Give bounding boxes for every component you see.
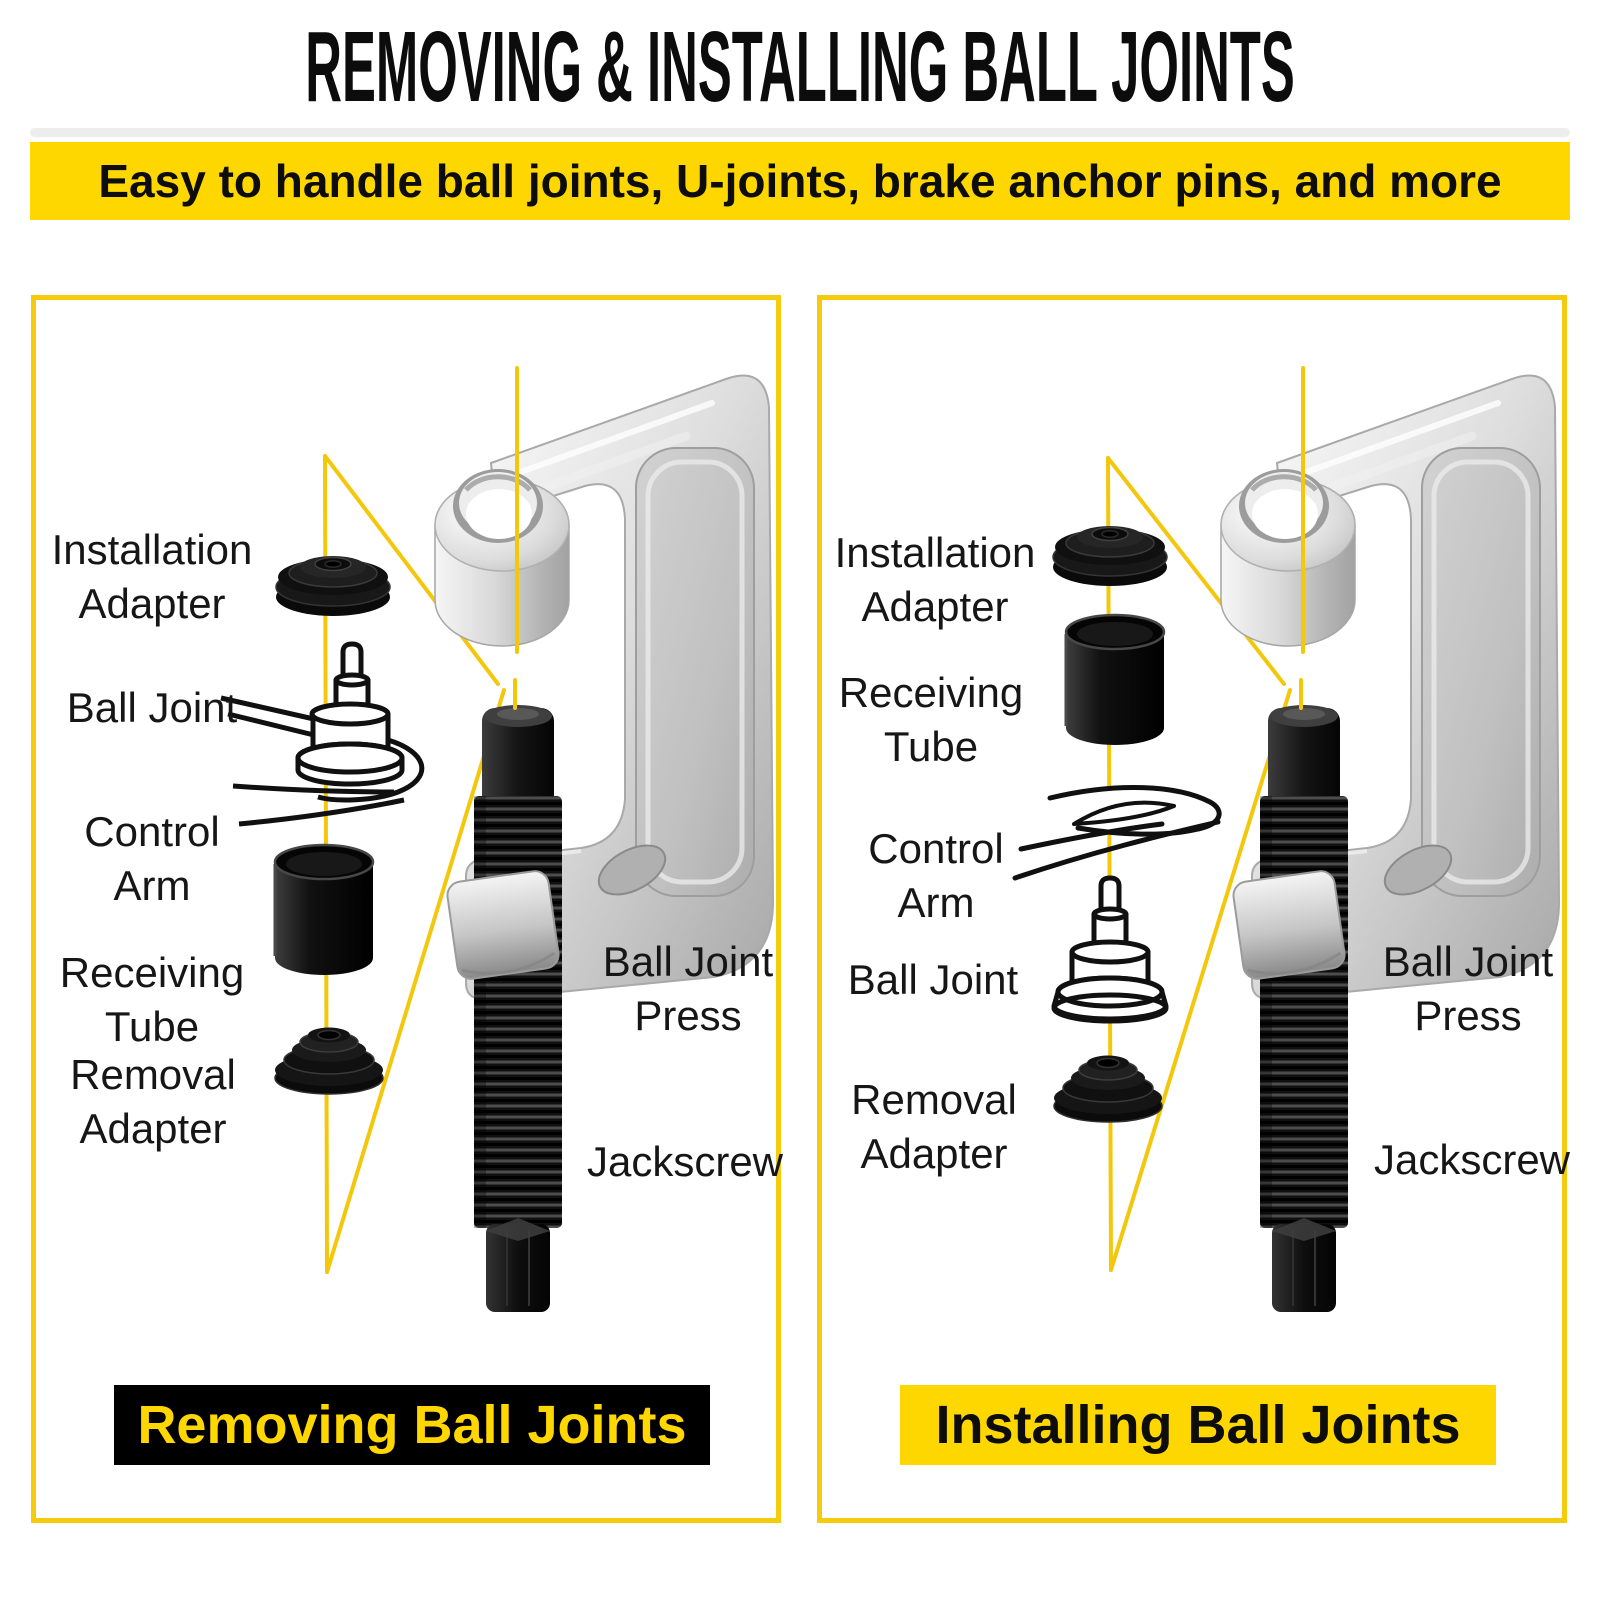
label-jackscrew: Jackscrew xyxy=(1373,1136,1571,1183)
subtitle-bar: Easy to handle ball joints, U-joints, br… xyxy=(30,142,1570,220)
panel-installing: Installation Adapter Receiving Tube Cont… xyxy=(817,295,1571,1523)
ball-joint-artwork xyxy=(1051,875,1169,1024)
jackscrew-illustration xyxy=(1232,705,1348,1312)
installation-adapter-illustration xyxy=(275,556,391,616)
removing-diagram xyxy=(220,366,775,1312)
guide-line-through-hole xyxy=(513,366,519,710)
label-ball-joint-press: Ball Joint Press xyxy=(602,938,774,1039)
label-control-arm: Control Arm xyxy=(84,808,220,909)
label-ball-joint: Ball Joint xyxy=(847,956,1019,1003)
title-divider xyxy=(30,128,1570,137)
jackscrew-illustration xyxy=(446,705,562,1312)
label-removal-adapter: Removal Adapter xyxy=(70,1051,236,1152)
label-control-arm: Control Arm xyxy=(868,825,1004,926)
label-installation-adapter: Installation Adapter xyxy=(51,526,253,627)
panel-removing: Installation Adapter Ball Joint Control … xyxy=(31,295,784,1523)
guide-lines xyxy=(1106,456,1292,1272)
label-removal-adapter: Removal Adapter xyxy=(851,1076,1017,1177)
label-receiving-tube: Receiving Tube xyxy=(838,669,1024,770)
page-title: REMOVING & INSTALLING BALL JOINTS xyxy=(305,11,1295,123)
label-ball-joint: Ball Joint xyxy=(66,684,238,731)
installation-adapter-illustration xyxy=(1052,526,1168,586)
label-ball-joint-press: Ball Joint Press xyxy=(1382,938,1554,1039)
label-installation-adapter: Installation Adapter xyxy=(834,529,1036,630)
receiving-tube-illustration xyxy=(273,843,375,975)
ball-joint-press-illustration xyxy=(434,374,775,1001)
receiving-tube-illustration xyxy=(1064,613,1166,745)
removal-adapter-illustration xyxy=(274,1027,384,1095)
ball-joint-artwork xyxy=(220,641,425,827)
subtitle-text: Easy to handle ball joints, U-joints, br… xyxy=(98,155,1502,207)
label-receiving-tube: Receiving Tube xyxy=(59,949,245,1050)
control-arm-artwork xyxy=(1012,784,1222,881)
guide-line-through-hole xyxy=(1299,366,1305,710)
page-title-wrap: REMOVING & INSTALLING BALL JOINTS xyxy=(0,12,1600,123)
installing-diagram xyxy=(1012,366,1561,1312)
label-jackscrew: Jackscrew xyxy=(586,1138,784,1185)
caption-installing: Installing Ball Joints xyxy=(900,1385,1496,1465)
caption-removing: Removing Ball Joints xyxy=(114,1385,710,1465)
removal-adapter-illustration xyxy=(1053,1055,1163,1123)
